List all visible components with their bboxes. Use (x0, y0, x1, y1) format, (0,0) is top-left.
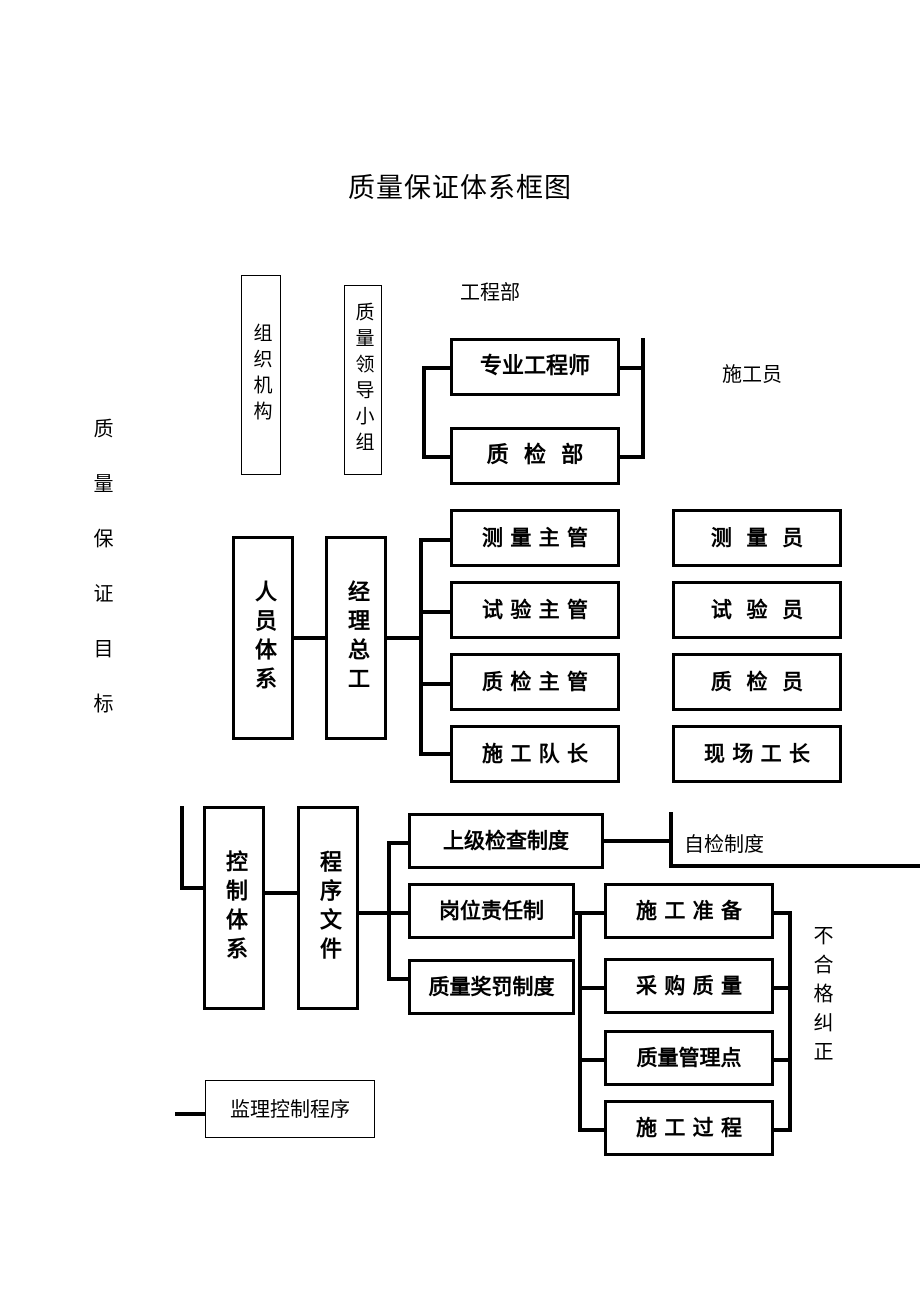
box-organization: 组织机构 (241, 275, 281, 475)
box-site-foreman-label: 现 场 工 长 (704, 741, 810, 766)
connector-control-system-bracket-v (180, 806, 184, 890)
box-qc-inspector-label: 质 检 员 (710, 669, 804, 694)
box-procedure-documents: 程序文件 (297, 806, 359, 1010)
connector-procedure-2 (387, 911, 410, 915)
left-axis-label-quality-assurance-goal: 质量保证目标 (90, 418, 114, 748)
box-survey-supervisor-label: 测 量 主 管 (482, 525, 588, 550)
connector-qc-dept-right (617, 455, 645, 459)
connector-control-to-procedure (263, 891, 300, 895)
box-construction-team-leader: 施 工 队 长 (450, 725, 620, 783)
box-construction-process-label: 施 工 过 程 (636, 1115, 742, 1140)
box-surveyor-label: 测 量 员 (710, 525, 804, 550)
connector-procedure-to-spine (357, 911, 391, 915)
connector-nonconformity-spine (788, 911, 792, 1131)
box-superior-inspection-system: 上级检查制度 (408, 813, 604, 869)
box-survey-supervisor: 测 量 主 管 (450, 509, 620, 567)
box-construction-process: 施 工 过 程 (604, 1100, 774, 1156)
connector-supervisor-4 (419, 752, 452, 756)
box-organization-label: 组织机构 (250, 323, 273, 427)
box-test-supervisor: 试 验 主 管 (450, 581, 620, 639)
box-quality-inspection-dept-label: 质 检 部 (486, 443, 584, 469)
box-supervision-control-procedure-label: 监理控制程序 (230, 1096, 350, 1121)
connector-nonconformity-1 (770, 911, 792, 915)
box-tester: 试 验 员 (672, 581, 842, 639)
box-professional-engineer: 专业工程师 (450, 338, 620, 396)
box-qc-supervisor: 质 检 主 管 (450, 653, 620, 711)
box-supervision-control-procedure: 监理控制程序 (205, 1080, 375, 1138)
label-engineering-dept: 工程部 (460, 280, 520, 304)
connector-procedure-3 (387, 977, 410, 981)
connector-nonconformity-2 (770, 986, 792, 990)
connector-supervision-left (175, 1112, 210, 1116)
box-post-responsibility-system: 岗位责任制 (408, 883, 575, 939)
connector-manager-to-supervisors (385, 636, 423, 640)
box-surveyor: 测 量 员 (672, 509, 842, 567)
box-quality-reward-penalty-system: 质量奖罚制度 (408, 959, 575, 1015)
box-site-foreman: 现 场 工 长 (672, 725, 842, 783)
box-construction-team-leader-label: 施 工 队 长 (482, 741, 588, 766)
box-quality-leadership-group-label: 质量领导小组 (352, 302, 375, 458)
connector-supervisor-1 (419, 538, 452, 542)
box-test-supervisor-label: 试 验 主 管 (482, 597, 588, 622)
box-quality-control-point: 质量管理点 (604, 1030, 774, 1086)
connector-self-inspection-in (601, 839, 673, 843)
box-procedure-documents-label: 程序文件 (316, 850, 341, 966)
box-quality-inspection-dept: 质 检 部 (450, 427, 620, 485)
connector-qc-dept-left (422, 455, 454, 459)
box-quality-leadership-group: 质量领导小组 (344, 285, 382, 475)
box-quality-reward-penalty-label: 质量奖罚制度 (428, 974, 555, 999)
connector-right-spine-top (641, 338, 645, 459)
box-construction-preparation-label: 施 工 准 备 (636, 898, 742, 923)
connector-supervisor-spine (419, 538, 423, 752)
connector-process-3 (578, 1058, 608, 1062)
connector-nonconformity-3 (770, 1058, 792, 1062)
connector-engineer-right (617, 366, 645, 370)
box-superior-inspection-system-label: 上级检查制度 (443, 828, 569, 853)
box-manager-chief-engineer-label: 经理总工 (344, 580, 369, 696)
connector-process-4 (578, 1128, 608, 1132)
box-construction-preparation: 施 工 准 备 (604, 883, 774, 939)
connector-personnel-to-manager (292, 636, 327, 640)
connector-self-inspection-under (669, 864, 920, 868)
connector-procedure-1 (387, 841, 410, 845)
connector-control-system-bracket-h (180, 886, 205, 890)
label-construction-worker: 施工员 (722, 362, 782, 386)
label-self-inspection-system: 自检制度 (684, 832, 764, 856)
connector-supervisor-2 (419, 610, 452, 614)
connector-process-1 (578, 911, 608, 915)
label-nonconformity-correction: 不合格纠正 (810, 925, 834, 1070)
box-tester-label: 试 验 员 (710, 597, 804, 622)
box-professional-engineer-label: 专业工程师 (479, 354, 590, 380)
connector-engineer-left (422, 366, 454, 370)
connector-process-2 (578, 986, 608, 990)
box-manager-chief-engineer: 经理总工 (325, 536, 387, 740)
connector-nonconformity-4 (770, 1128, 792, 1132)
box-post-responsibility-system-label: 岗位责任制 (439, 898, 544, 923)
box-procurement-quality: 采 购 质 量 (604, 958, 774, 1014)
connector-self-inspection-v (669, 812, 673, 867)
box-quality-control-point-label: 质量管理点 (636, 1045, 742, 1070)
box-qc-supervisor-label: 质 检 主 管 (482, 669, 588, 694)
box-control-system: 控制体系 (203, 806, 265, 1010)
box-control-system-label: 控制体系 (222, 850, 247, 966)
connector-supervisor-3 (419, 682, 452, 686)
connector-left-spine-top (422, 366, 426, 459)
page-title: 质量保证体系框图 (348, 173, 572, 204)
box-personnel-system-label: 人员体系 (251, 580, 276, 696)
box-procurement-quality-label: 采 购 质 量 (636, 973, 742, 998)
connector-process-spine (578, 911, 582, 1131)
box-qc-inspector: 质 检 员 (672, 653, 842, 711)
box-personnel-system: 人员体系 (232, 536, 294, 740)
